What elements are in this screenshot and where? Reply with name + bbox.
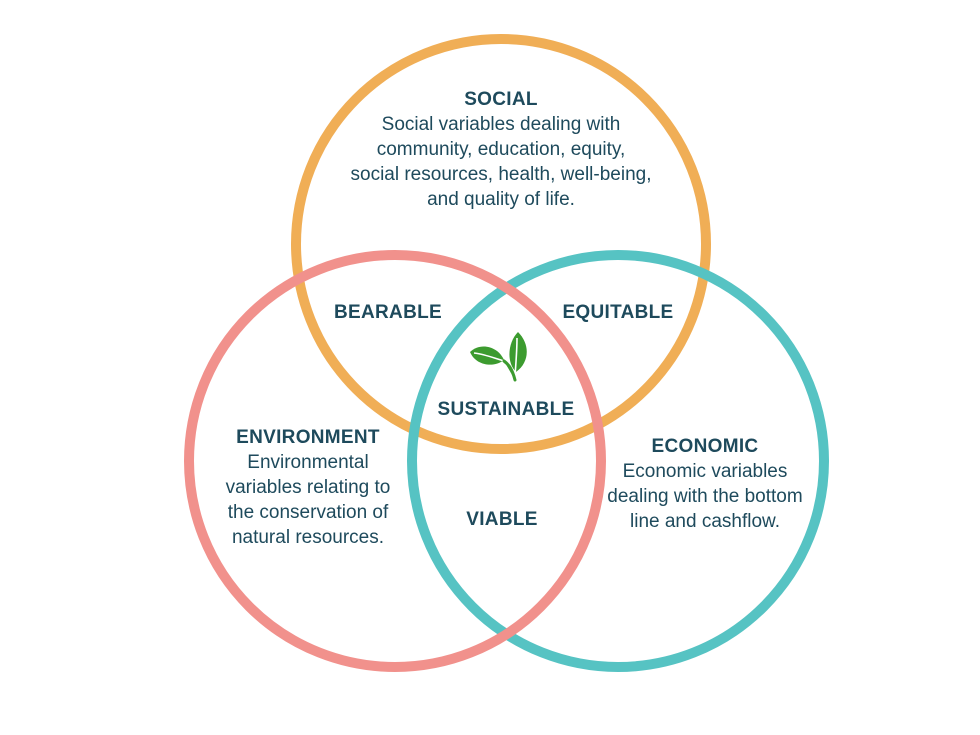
environment-circle <box>184 250 606 672</box>
social-title: SOCIAL <box>464 89 538 110</box>
environment-description: Environmental variables relating to the … <box>225 451 391 548</box>
equitable-label: EQUITABLE <box>562 302 674 323</box>
social-circle <box>291 34 711 454</box>
viable-label: VIABLE <box>466 509 538 530</box>
social-block: SOCIAL Social variables dealing with com… <box>350 89 652 212</box>
economic-block: ECONOMIC Economic variables dealing with… <box>604 436 806 534</box>
sustainable-label: SUSTAINABLE <box>437 399 575 420</box>
economic-circle <box>407 250 829 672</box>
economic-description: Economic variables dealing with the bott… <box>607 460 803 532</box>
environment-block: ENVIRONMENT Environmental variables rela… <box>222 427 394 550</box>
bearable-label: BEARABLE <box>334 302 442 323</box>
environment-title: ENVIRONMENT <box>236 427 380 448</box>
leaf-icon <box>470 332 527 382</box>
social-description: Social variables dealing with community,… <box>350 113 652 210</box>
economic-title: ECONOMIC <box>651 436 759 457</box>
